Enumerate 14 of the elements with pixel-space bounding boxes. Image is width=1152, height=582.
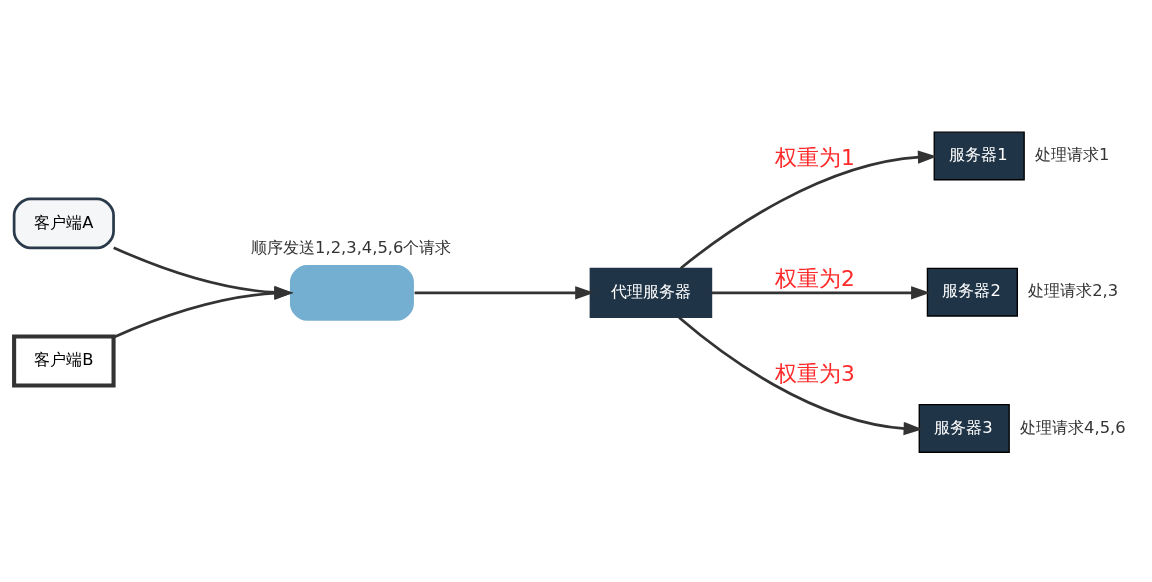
node-label: 顺序发送1,2,3,4,5,6个请求 xyxy=(251,237,452,257)
node-label: 处理请求1 xyxy=(1035,144,1110,164)
edge-label: 权重为2 xyxy=(775,265,855,291)
arrow xyxy=(414,285,595,300)
edge-label: 权重为3 xyxy=(775,360,855,386)
node-label: 处理请求2,3 xyxy=(1028,280,1119,300)
arrow xyxy=(711,285,931,300)
arrow xyxy=(678,316,923,435)
node-label: 处理请求4,5,6 xyxy=(1020,417,1126,437)
arrow xyxy=(679,149,937,269)
edge-label: 权重为1 xyxy=(775,144,855,170)
node-box: 代理服务器 xyxy=(589,267,713,318)
node-box: 客户端B xyxy=(12,333,116,388)
node-box: 客户端A xyxy=(12,197,115,249)
